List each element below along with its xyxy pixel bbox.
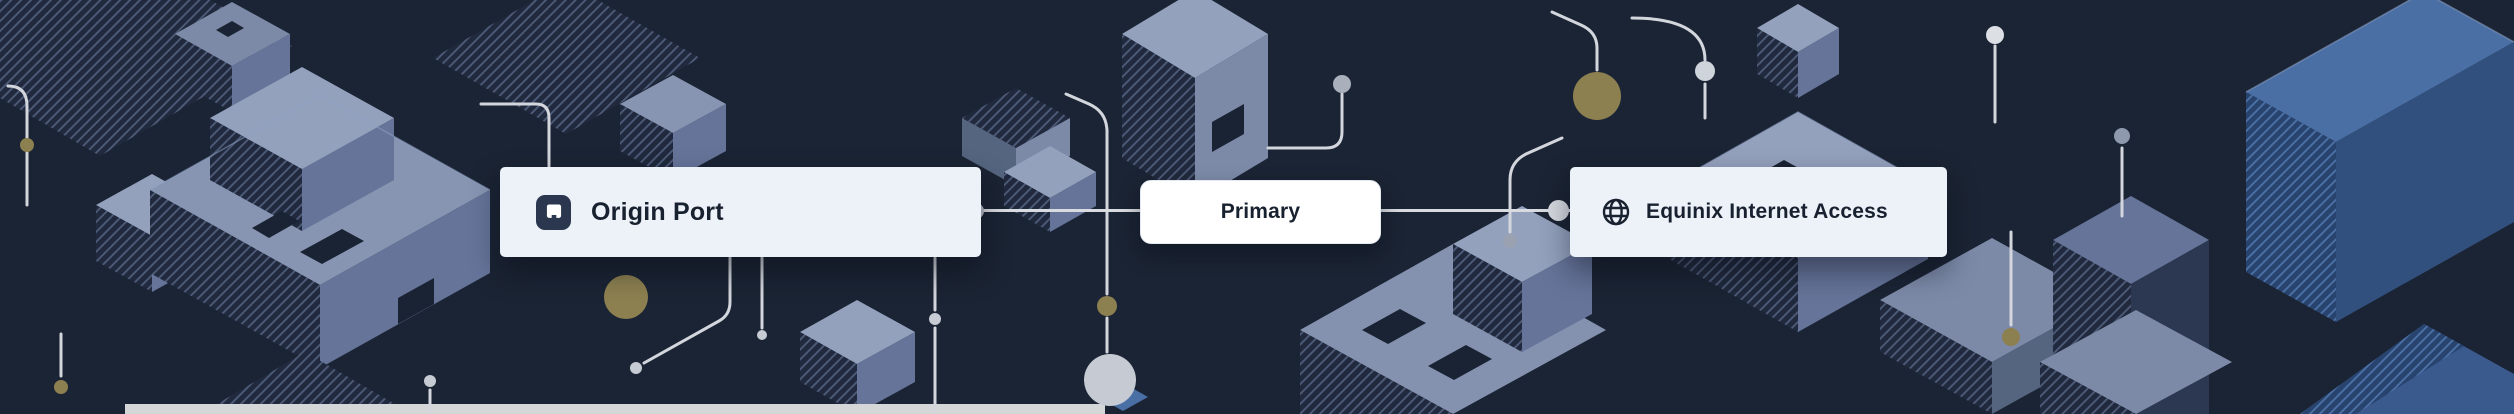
origin-port-label: Origin Port — [591, 197, 724, 226]
connection-endpoint-dot-right — [1548, 200, 1569, 221]
primary-connection-pill[interactable]: Primary — [1140, 180, 1381, 244]
primary-connection-label: Primary — [1220, 200, 1301, 223]
globe-icon — [1600, 196, 1632, 228]
port-icon — [536, 194, 571, 230]
destination-node[interactable]: Equinix Internet Access — [1570, 167, 1947, 257]
origin-port-node[interactable]: Origin Port — [500, 167, 981, 257]
destination-label: Equinix Internet Access — [1646, 200, 1888, 223]
